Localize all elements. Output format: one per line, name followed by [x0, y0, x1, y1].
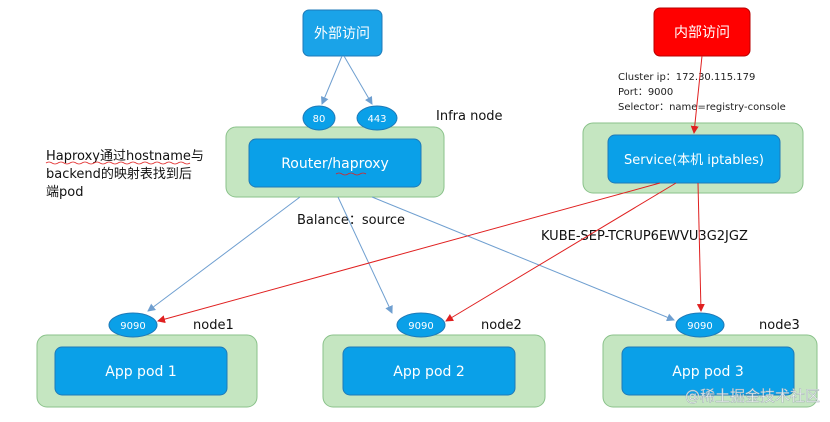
service-label: Service(本机 iptables)	[624, 153, 764, 168]
arrow-internal-to-service	[690, 55, 703, 134]
haproxy-note: Haproxy通过hostname与 backend的映射表找到后 端pod	[45, 149, 204, 200]
arrow-service-to-node2	[445, 182, 677, 322]
external-access-node: 外部访问	[302, 9, 383, 57]
infra-node: Router/haproxy	[225, 126, 445, 198]
spellcheck-underline	[335, 172, 367, 176]
external-access-label: 外部访问	[314, 26, 370, 42]
pod-2-label: App pod 2	[393, 364, 465, 380]
haproxy-note-line-1: Haproxy通过hostname与	[46, 149, 204, 164]
router-port-80: 80	[302, 105, 336, 131]
watermark-text: @稀土掘金技术社区	[685, 387, 820, 405]
service-box	[607, 134, 781, 184]
pod-3-label: App pod 3	[672, 364, 744, 380]
arrow-service-to-node3	[696, 182, 705, 312]
service-node: Service(本机 iptables)	[582, 122, 804, 194]
node-1: App pod 1 9090 node1	[36, 312, 258, 408]
router-box	[248, 138, 422, 188]
pod-1-label: App pod 1	[105, 364, 177, 380]
port-443-label: 443	[367, 114, 386, 125]
router-port-443: 443	[356, 105, 398, 131]
internal-access-label: 内部访问	[674, 25, 730, 41]
balance-label: Balance：source	[297, 213, 405, 228]
node-1-name: node1	[193, 318, 234, 333]
node-3-port-label: 9090	[687, 321, 712, 332]
node-2-port	[396, 312, 446, 338]
arrow-router-to-node1	[147, 196, 301, 312]
node-2-port-label: 9090	[408, 321, 433, 332]
port-80-label: 80	[313, 114, 326, 125]
node-2-name: node2	[481, 318, 522, 333]
arrow-external-to-443	[343, 55, 373, 105]
arrow-router-to-node2	[337, 196, 393, 314]
arrow-router-to-node3	[371, 196, 675, 322]
pod-box	[621, 346, 795, 396]
spellcheck-underline	[45, 161, 191, 165]
pod-box	[342, 346, 516, 396]
red-arrows	[157, 55, 705, 324]
sep-label: KUBE-SEP-TCRUP6EWVU3G2JGZ	[541, 229, 748, 244]
node-2: App pod 2 9090 node2	[322, 312, 546, 408]
node-3-port	[675, 312, 725, 338]
service-port: Port：9000	[618, 87, 673, 98]
service-selector: Selector：name=registry-console	[618, 102, 786, 113]
node-1-port-label: 9090	[120, 321, 145, 332]
router-label: Router/haproxy	[281, 156, 389, 172]
blue-arrows	[147, 55, 675, 322]
arrow-service-to-node1	[157, 182, 661, 324]
infra-node-label: Infra node	[436, 109, 503, 124]
node-3: App pod 3 9090 node3	[602, 312, 818, 408]
haproxy-note-line-3: 端pod	[46, 185, 83, 200]
service-info: Cluster ip：172.30.115.179 Port：9000 Sele…	[618, 72, 786, 113]
node-1-port	[108, 312, 158, 338]
pod-box	[54, 346, 228, 396]
haproxy-note-line-2: backend的映射表找到后	[46, 166, 192, 182]
internal-access-node: 内部访问	[653, 7, 751, 57]
service-cluster-ip: Cluster ip：172.30.115.179	[618, 72, 755, 83]
node-3-name: node3	[759, 318, 800, 333]
arrow-external-to-80	[321, 55, 343, 105]
